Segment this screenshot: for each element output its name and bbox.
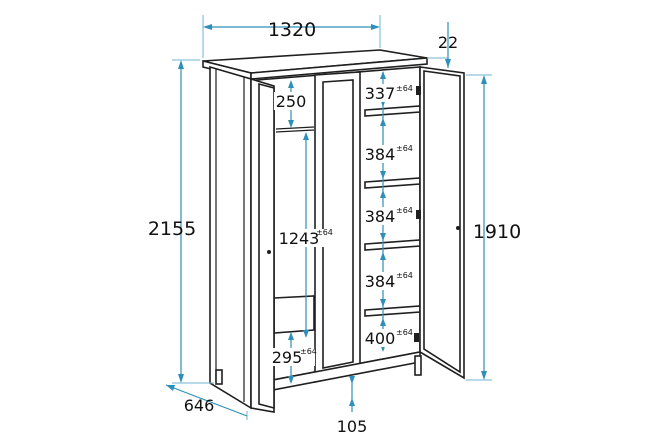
hanging-bottom-tolerance: ±64 bbox=[300, 347, 317, 356]
leg-front-left bbox=[215, 369, 223, 385]
right-door-knob bbox=[456, 226, 460, 230]
overhang-label: 22 bbox=[438, 33, 458, 52]
shelf-1-label: 337 bbox=[365, 84, 396, 103]
right-door bbox=[414, 66, 465, 380]
leg-front-right bbox=[414, 355, 422, 376]
dimension-labels: 1320 22 2155 1910 646 105 250 1243 ±64 2… bbox=[148, 19, 521, 436]
depth-label: 646 bbox=[184, 396, 215, 415]
shelf-bottom-label: 400 bbox=[365, 329, 396, 348]
hinge-bottom bbox=[414, 333, 419, 342]
shelf-3-label: 384 bbox=[365, 207, 396, 226]
shelf-2-label: 384 bbox=[365, 145, 396, 164]
hinge-top bbox=[416, 86, 421, 95]
total-height-label: 2155 bbox=[148, 218, 196, 240]
shelf-3-tolerance: ±64 bbox=[396, 206, 413, 215]
left-lower-shelf bbox=[273, 295, 315, 334]
hanging-rail-tolerance: ±64 bbox=[316, 228, 333, 237]
hanging-top-label: 250 bbox=[276, 92, 307, 111]
hanging-bottom-label: 295 bbox=[272, 348, 303, 367]
top-panel-side bbox=[250, 57, 428, 80]
hanging-rail bbox=[275, 126, 315, 130]
width-label: 1320 bbox=[268, 19, 316, 41]
shelf-4-label: 384 bbox=[365, 272, 396, 291]
shelf-2-tolerance: ±64 bbox=[396, 144, 413, 153]
left-door bbox=[250, 77, 275, 413]
shelf-bottom-tolerance: ±64 bbox=[396, 328, 413, 337]
plinth-label: 105 bbox=[337, 417, 368, 436]
left-door-knob bbox=[267, 250, 271, 254]
shelf-1-tolerance: ±64 bbox=[396, 84, 413, 93]
door-height-label: 1910 bbox=[473, 221, 521, 243]
hanging-rail-label: 1243 bbox=[279, 229, 320, 248]
hinge-middle bbox=[416, 210, 421, 219]
depth-dimension-line bbox=[165, 384, 248, 417]
shelf-4-tolerance: ±64 bbox=[396, 271, 413, 280]
